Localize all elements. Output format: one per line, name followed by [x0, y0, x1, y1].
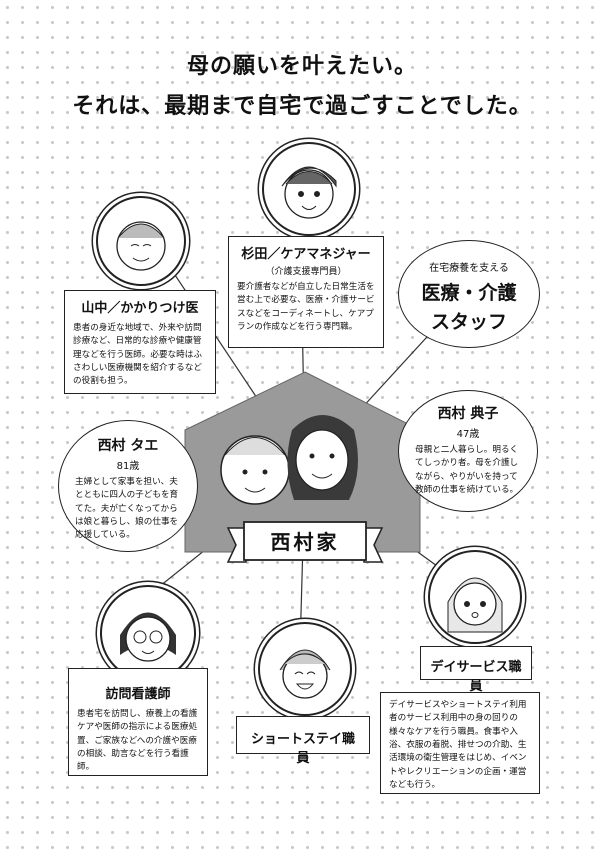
dayservice-label-box: デイサービス職員	[420, 646, 532, 694]
nurse-portrait	[100, 585, 196, 681]
yamanaka-desc: 患者の身近な地域で、外来や訪問診療など、日常的な診療や健康管理などを行う医師。必…	[73, 323, 202, 387]
yamanaka-box: 山中／かかりつけ医 患者の身近な地域で、外来や訪問診療など、日常的な診療や健康管…	[64, 290, 216, 394]
family-banner-ribbon	[226, 521, 384, 563]
sugita-portrait	[262, 142, 356, 236]
tae-oval: 西村 タエ 81歳 主婦として家事を担い、夫とともに四人の子どもを育てた。夫が亡…	[58, 420, 198, 552]
center-top-text: 在宅療養を支える	[429, 263, 509, 274]
noriko-age: 47歳	[456, 429, 480, 440]
family-banner: 西村家	[270, 530, 340, 554]
center-big1: 医療・介護	[421, 282, 517, 304]
sugita-box: 杉田／ケアマネジャー （介護支援専門員） 要介護者などが自立した日常生活を営む上…	[228, 236, 384, 348]
center-big2: スタッフ	[430, 311, 507, 333]
dayservice-portrait	[428, 550, 522, 644]
nurse-desc: 患者宅を訪問し、療養上の看護ケアや医師の指示による医療処置、ご家族などへの介護や…	[77, 709, 198, 773]
dayservice-name: デイサービス職員	[430, 660, 522, 694]
yamanaka-name: 山中／かかりつけ医	[81, 301, 199, 316]
headline-line1: 母の願いを叶えたい。	[186, 54, 417, 79]
shortstay-box: ショートステイ職員	[236, 716, 370, 766]
center-oval: 在宅療養を支える 医療・介護 スタッフ	[398, 240, 540, 348]
tae-age: 81歳	[116, 461, 140, 472]
sugita-role: （介護支援専門員）	[265, 267, 347, 277]
headline-line2: それは、最期まで自宅で過ごすことでした。	[72, 94, 532, 119]
sugita-desc: 要介護者などが自立した日常生活を営む上で必要な、医療・介護サービスなどをコーディ…	[237, 282, 375, 332]
noriko-desc: 母親と二人暮らし。明るくてしっかり者。母を介護しながら、やりがいを持って教師の仕…	[415, 445, 519, 495]
noriko-oval: 西村 典子 47歳 母親と二人暮らし。明るくてしっかり者。母を介護しながら、やり…	[398, 390, 538, 512]
nurse-name: 訪問看護師	[105, 687, 171, 702]
yamanaka-portrait	[96, 196, 186, 286]
shortstay-portrait	[258, 622, 352, 716]
shortstay-name: ショートステイ職員	[250, 732, 355, 766]
nurse-box: 訪問看護師 患者宅を訪問し、療養上の看護ケアや医師の指示による医療処置、ご家族な…	[68, 668, 208, 776]
tae-name: 西村 タエ	[97, 438, 159, 454]
sugita-name: 杉田／ケアマネジャー	[241, 247, 371, 262]
dayservice-desc: デイサービスやショートステイ利用者のサービス利用中の身の回りの様々なケアを行う職…	[389, 700, 527, 790]
noriko-name: 西村 典子	[437, 406, 499, 422]
tae-desc: 主婦として家事を担い、夫とともに四人の子どもを育てた。夫が亡くなってからは娘と暮…	[75, 477, 179, 541]
dayservice-desc-box: デイサービスやショートステイ利用者のサービス利用中の身の回りの様々なケアを行う職…	[380, 692, 540, 794]
